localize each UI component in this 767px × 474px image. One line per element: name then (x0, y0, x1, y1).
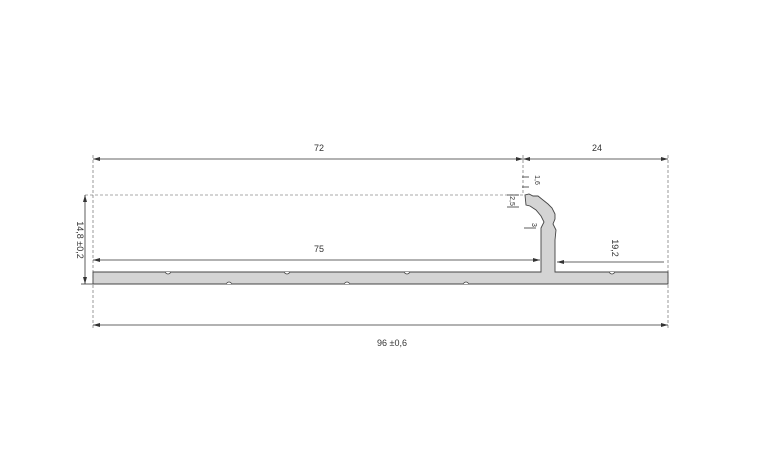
groove (343, 281, 351, 285)
dimension-label-24: 24 (592, 143, 602, 153)
arrow-head (93, 258, 100, 262)
dimension-label-3: 3 (530, 223, 537, 227)
dimension-label-2-5: 2,5 (508, 196, 515, 206)
profile-cross-section (92, 193, 669, 285)
arrow-head (523, 157, 530, 161)
groove (608, 271, 616, 275)
dimension-label-75: 75 (314, 244, 324, 254)
arrow-head (83, 195, 87, 202)
arrow-head (557, 260, 564, 264)
groove (164, 271, 172, 275)
arrow-head (93, 157, 100, 161)
arrow-head (93, 323, 100, 327)
arrow-head (661, 157, 668, 161)
dimension-label-19-2: 19,2 (610, 239, 620, 257)
groove (225, 281, 233, 285)
groove (462, 281, 470, 285)
arrow-head (533, 258, 540, 262)
dimension-label-96: 96 ±0,6 (377, 338, 407, 348)
arrow-head (83, 277, 87, 284)
dimension-label-72: 72 (314, 143, 324, 153)
arrow-head (661, 323, 668, 327)
arrow-head (516, 157, 523, 161)
groove (283, 271, 291, 275)
dimension-label-1-6: 1,6 (533, 175, 540, 185)
dimension-label-height: 14,8 ±0,2 (75, 221, 85, 258)
groove (403, 271, 411, 275)
